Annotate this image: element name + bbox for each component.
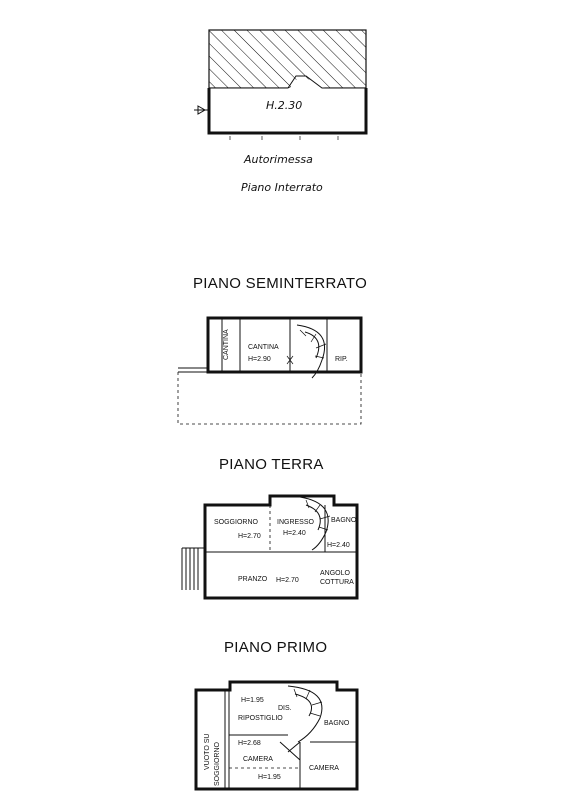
room-bagno: BAGNO <box>324 720 350 727</box>
spiral-staircase <box>299 496 329 551</box>
room-height-middle: H=2.68 <box>238 740 261 747</box>
hatched-area <box>208 29 367 89</box>
room-height-top: H=1.95 <box>241 697 264 704</box>
room-cantina: CANTINA <box>248 344 279 351</box>
seminterrato-title: PIANO SEMINTERRATO <box>193 275 367 292</box>
room-soggiorno: SOGGIORNO <box>214 519 259 526</box>
room-angolo: ANGOLO <box>320 570 351 577</box>
room-height-label: H.2.30 <box>266 99 302 112</box>
room-camera-left: CAMERA <box>243 756 273 763</box>
room-disimpegno: DIS. <box>278 705 292 712</box>
spiral-staircase <box>296 324 326 379</box>
room-height-bottom: H=1.95 <box>258 774 281 781</box>
plan-seminterrato: PIANO SEMINTERRATO CANTINA CANTINA H=2.9… <box>177 275 367 425</box>
room-pranzo: PRANZO <box>238 576 268 583</box>
room-pranzo-height: H=2.70 <box>276 577 299 584</box>
room-ripostiglio: RIPOSTIGLIO <box>238 715 283 722</box>
room-vuoto-su: VUOTO SU <box>204 734 211 770</box>
room-vuoto-soggiorno: SOGGIORNO <box>214 741 221 786</box>
primo-outer-walls <box>194 680 359 791</box>
room-bagno: BAGNO <box>331 517 357 524</box>
door-swing-lines <box>279 741 301 761</box>
room-cottura: COTTURA <box>320 579 354 586</box>
room-cantina-height: H=2.90 <box>248 356 271 363</box>
terra-title: PIANO TERRA <box>219 456 324 473</box>
plan-primo: PIANO PRIMO VUOTO SU SOGGIORNO H=1.95 RI… <box>194 639 359 791</box>
room-name-label: Autorimessa <box>243 153 313 166</box>
room-cantina-small: CANTINA <box>223 329 230 360</box>
external-steps <box>181 548 199 590</box>
primo-title: PIANO PRIMO <box>224 639 327 656</box>
plan-terra: PIANO TERRA SOGGIORNO H=2.70 INGRESSO H=… <box>181 456 359 600</box>
entrance-arrow-icon <box>194 105 209 115</box>
seminterrato-outer-walls <box>206 316 363 374</box>
level-name-label: Piano Interrato <box>241 181 323 194</box>
room-ripostiglio: RIP. <box>335 356 348 363</box>
room-ingresso: INGRESSO <box>277 519 315 526</box>
room-bagno-height: H=2.40 <box>327 542 350 549</box>
external-ramp <box>178 367 208 373</box>
room-camera-right: CAMERA <box>309 765 339 772</box>
terra-outer-walls <box>203 494 359 600</box>
spiral-staircase <box>287 685 323 743</box>
underground-dashed-outline <box>177 372 362 425</box>
room-ingresso-height: H=2.40 <box>283 530 306 537</box>
garage-top-wall <box>209 75 366 89</box>
plan-interrato: H.2.30 Autorimessa Piano Interrato <box>194 29 368 194</box>
room-soggiorno-height: H=2.70 <box>238 533 261 540</box>
